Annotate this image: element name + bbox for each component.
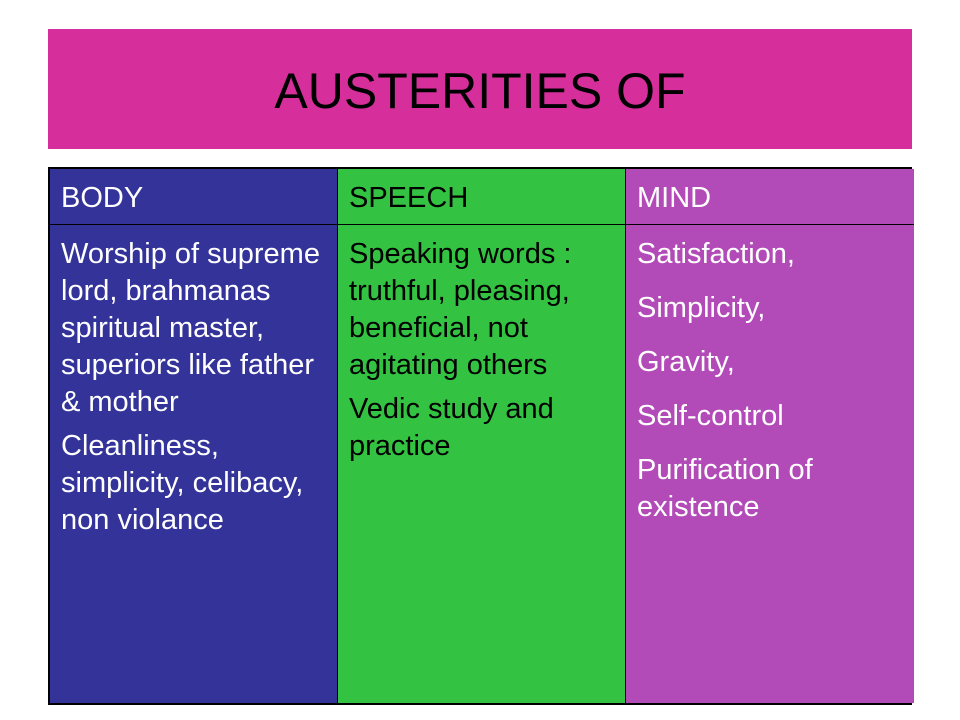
header-body: BODY — [50, 169, 338, 225]
mind-item: Simplicity, — [637, 292, 766, 324]
header-speech: SPEECH — [338, 169, 626, 225]
body-item: Cleanliness, simplicity, celibacy, non v… — [61, 430, 304, 536]
mind-item: Satisfaction, — [637, 238, 795, 270]
header-mind: MIND — [626, 169, 914, 225]
mind-item: Purification of existence — [637, 454, 813, 523]
slide-title: AUSTERITIES OF — [274, 63, 686, 119]
speech-item: Vedic study and practice — [349, 393, 554, 462]
speech-item: Speaking words : truthful, pleasing, ben… — [349, 238, 572, 381]
mind-item: Gravity, — [637, 346, 735, 378]
body-cell: Worship of supreme lord, brahmanas spiri… — [50, 225, 338, 703]
speech-cell: Speaking words : truthful, pleasing, ben… — [338, 225, 626, 703]
mind-item: Self-control — [637, 400, 784, 432]
body-item: Worship of supreme lord, brahmanas spiri… — [61, 238, 320, 418]
title-bar: AUSTERITIES OF — [48, 29, 912, 149]
austerities-table: BODY SPEECH MIND Worship of supreme lord… — [48, 167, 914, 705]
mind-cell: Satisfaction, Simplicity, Gravity, Self-… — [626, 225, 914, 703]
